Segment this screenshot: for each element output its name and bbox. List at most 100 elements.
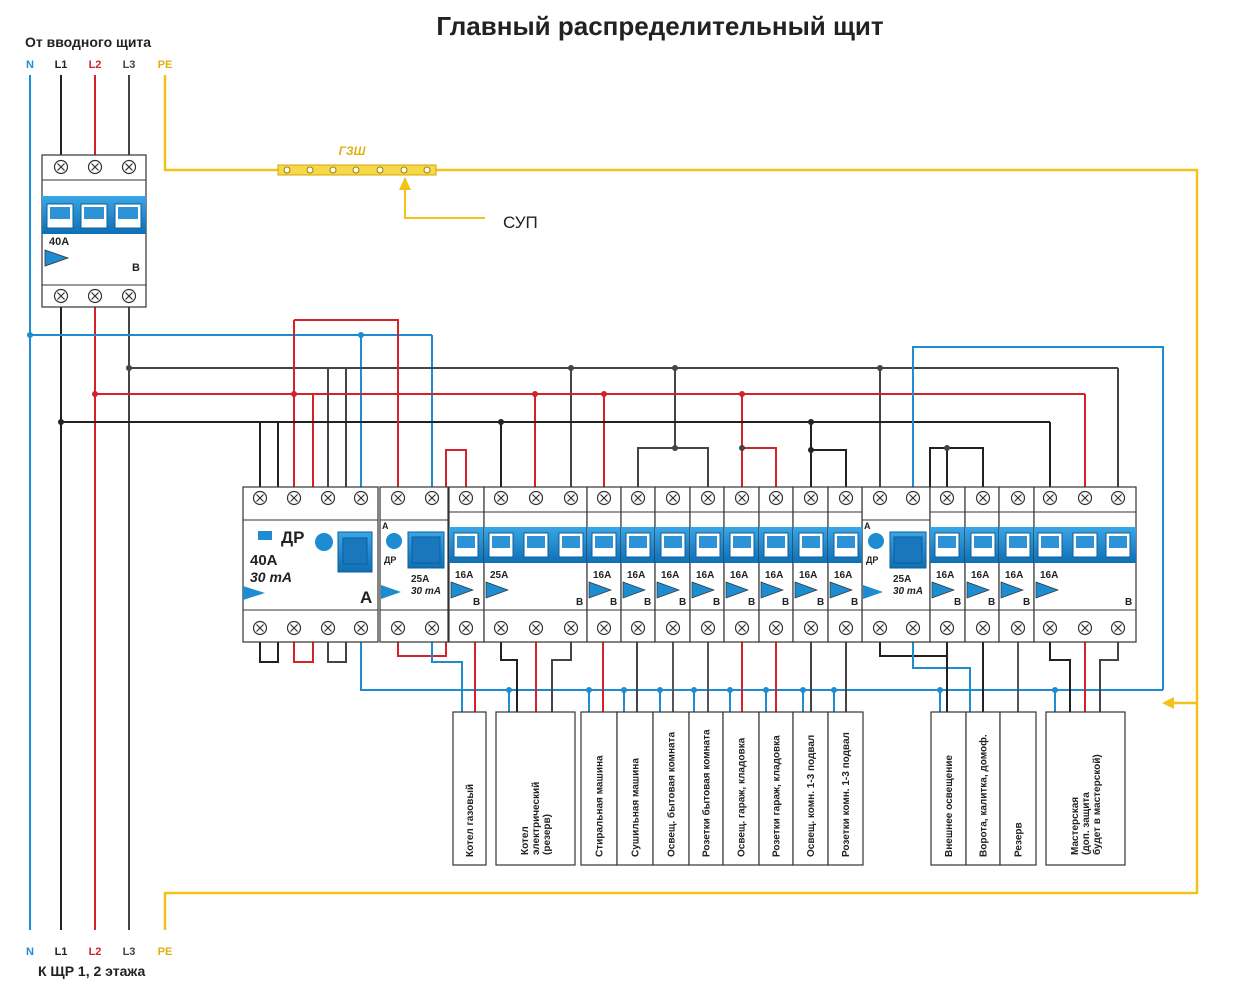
- terminal-screw: [458, 490, 474, 506]
- input-label: От вводного щита: [25, 34, 151, 50]
- phase-pe-bottom: PE: [158, 946, 173, 958]
- rcd-small-1-rating: 25А: [411, 574, 429, 585]
- phase-l1-bottom: L1: [55, 946, 68, 958]
- load-label: (доп. защита: [1081, 792, 1092, 855]
- junction-dot: [763, 687, 769, 693]
- junction-dot: [92, 391, 98, 397]
- phase-n-bottom: N: [26, 946, 34, 958]
- breaker-curve: B: [817, 597, 824, 608]
- terminal-screw: [493, 490, 509, 506]
- breaker-curve: B: [644, 597, 651, 608]
- terminal-screw: [353, 490, 369, 506]
- terminal-screw: [87, 288, 103, 304]
- breaker-module: 16А B: [586, 486, 622, 643]
- breaker-rating: 16А: [799, 570, 817, 581]
- terminal-screw: [596, 490, 612, 506]
- terminal-screw: [872, 490, 888, 506]
- load-box: Стиральная машина: [580, 711, 618, 866]
- rcd-small-1: [379, 486, 449, 643]
- breaker-curve: B: [679, 597, 686, 608]
- gzsh-label: ГЗШ: [339, 144, 366, 158]
- sup-label: СУП: [503, 213, 538, 232]
- breaker-rating: 16А: [971, 570, 989, 581]
- junction-dot: [877, 365, 883, 371]
- terminal-screw: [1010, 490, 1026, 506]
- terminal-screw: [286, 620, 302, 636]
- rcd-small-2-type: ДР: [866, 555, 878, 565]
- terminal-screw: [768, 620, 784, 636]
- terminal-screw: [665, 490, 681, 506]
- load-label: Стиральная машина: [595, 755, 606, 857]
- terminal-screw: [905, 620, 921, 636]
- terminal-screw: [353, 620, 369, 636]
- load-box: Котел газовый: [452, 711, 487, 866]
- junction-dot: [27, 332, 33, 338]
- load-label: Сушильная машина: [631, 758, 642, 857]
- terminal-screw: [390, 490, 406, 506]
- junction-dot: [937, 687, 943, 693]
- junction-dot: [532, 391, 538, 397]
- breaker-curve: B: [954, 597, 961, 608]
- breaker-rating: 16А: [593, 570, 611, 581]
- load-box: Освещ. бытовая комната: [652, 711, 690, 866]
- page-title: Главный распределительный щит: [436, 11, 884, 41]
- junction-dot: [568, 365, 574, 371]
- terminal-screw: [1042, 620, 1058, 636]
- junction-dot: [601, 391, 607, 397]
- load-box: Резерв: [999, 711, 1037, 866]
- load-box: Освещ. гараж, кладовка: [722, 711, 760, 866]
- terminal-screw: [975, 620, 991, 636]
- terminal-screw: [700, 490, 716, 506]
- phase-l2-bottom: L2: [89, 946, 102, 958]
- load-label: электрический: [531, 782, 542, 855]
- terminal-screw: [252, 620, 268, 636]
- rcd-small-1-class: A: [382, 521, 389, 531]
- rcd-main-leak: 30 mA: [250, 569, 292, 585]
- junction-dots: [27, 332, 1058, 693]
- load-box: Освещ. комн. 1-3 подвал: [792, 711, 829, 866]
- terminal-screw: [458, 620, 474, 636]
- phase-l1-top: L1: [55, 59, 68, 71]
- terminal-screw: [1110, 620, 1126, 636]
- junction-dot: [739, 391, 745, 397]
- load-label: Освещ. комн. 1-3 подвал: [806, 735, 817, 857]
- terminal-screw: [803, 490, 819, 506]
- terminal-screws: [252, 490, 1126, 636]
- breaker-module: 16А B: [620, 486, 656, 643]
- rcd-small-2-rating: 25А: [893, 574, 911, 585]
- junction-dot: [358, 332, 364, 338]
- load-label: Розетки комн. 1-3 подвал: [841, 732, 852, 857]
- phase-l2-top: L2: [89, 59, 102, 71]
- terminal-screw: [563, 620, 579, 636]
- distribution-wiring: [30, 319, 1164, 690]
- rcd-main-class: A: [360, 588, 372, 607]
- load-label: Освещ. бытовая комната: [666, 732, 678, 857]
- rcd-main-type: ДР: [281, 528, 304, 547]
- terminal-screw: [700, 620, 716, 636]
- breaker-rating: 25А: [490, 570, 508, 581]
- load-label: Внешнее освещение: [944, 755, 955, 857]
- main-breaker: [41, 154, 147, 308]
- junction-dot: [800, 687, 806, 693]
- breaker-curve: B: [610, 597, 617, 608]
- breaker-curve: B: [782, 597, 789, 608]
- terminal-screw: [493, 620, 509, 636]
- load-box: Внешнее освещение: [930, 711, 967, 866]
- rcd-main: [242, 486, 379, 643]
- breaker-rating: 16А: [1040, 570, 1058, 581]
- terminal-screw: [630, 490, 646, 506]
- load-label: Розетки бытовая комната: [701, 729, 713, 857]
- breaker-rating: 16А: [627, 570, 645, 581]
- junction-dot: [944, 445, 950, 451]
- terminal-screw: [975, 490, 991, 506]
- output-wiring: [259, 628, 1163, 712]
- terminal-screw: [596, 620, 612, 636]
- breaker-rating: 16А: [765, 570, 783, 581]
- breaker-rating: 16А: [661, 570, 679, 581]
